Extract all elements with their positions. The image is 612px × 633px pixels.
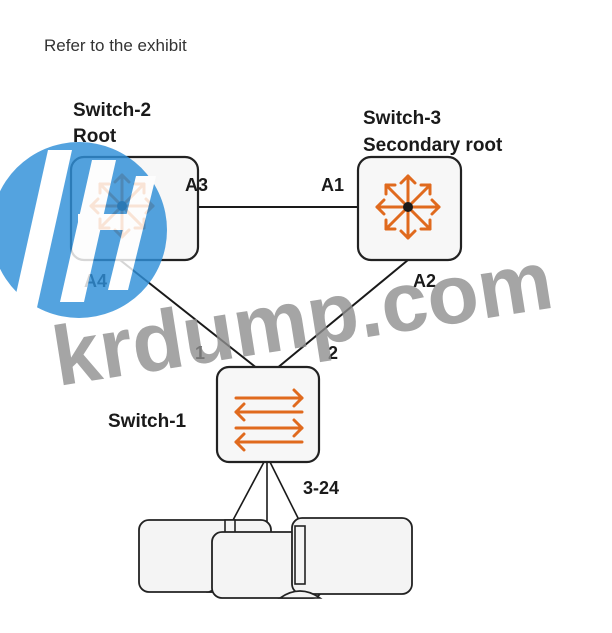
switch-1-name: Switch-1 [108,411,187,432]
switch-1-device [215,365,321,464]
router-hub-dot [403,202,413,212]
port-label-a2: A2 [413,271,436,291]
switch-3-device [356,155,463,262]
port-label-3-24: 3-24 [303,478,339,498]
port-label-a1: A1 [321,175,344,195]
intro-text: Refer to the exhibit [44,36,187,55]
port-label-a3: A3 [185,175,208,195]
switch-arrows-icon [234,388,304,452]
link-switch1-workstation-right [269,461,301,523]
port-label-2: 2 [328,343,338,363]
switch-2-name: Switch-2 [73,100,151,121]
switch-2-role: Root [73,126,117,147]
link-switch3-switch1 [275,259,409,370]
workstation-right [277,517,413,599]
link-switch1-workstation-left [231,461,265,523]
workstations [138,517,413,599]
port-label-1: 1 [195,343,205,363]
watermark-logo [0,142,167,318]
switch-3-name: Switch-3 [363,108,441,129]
router-arrows-icon [375,174,441,240]
switch-3-role: Secondary root [363,135,503,156]
